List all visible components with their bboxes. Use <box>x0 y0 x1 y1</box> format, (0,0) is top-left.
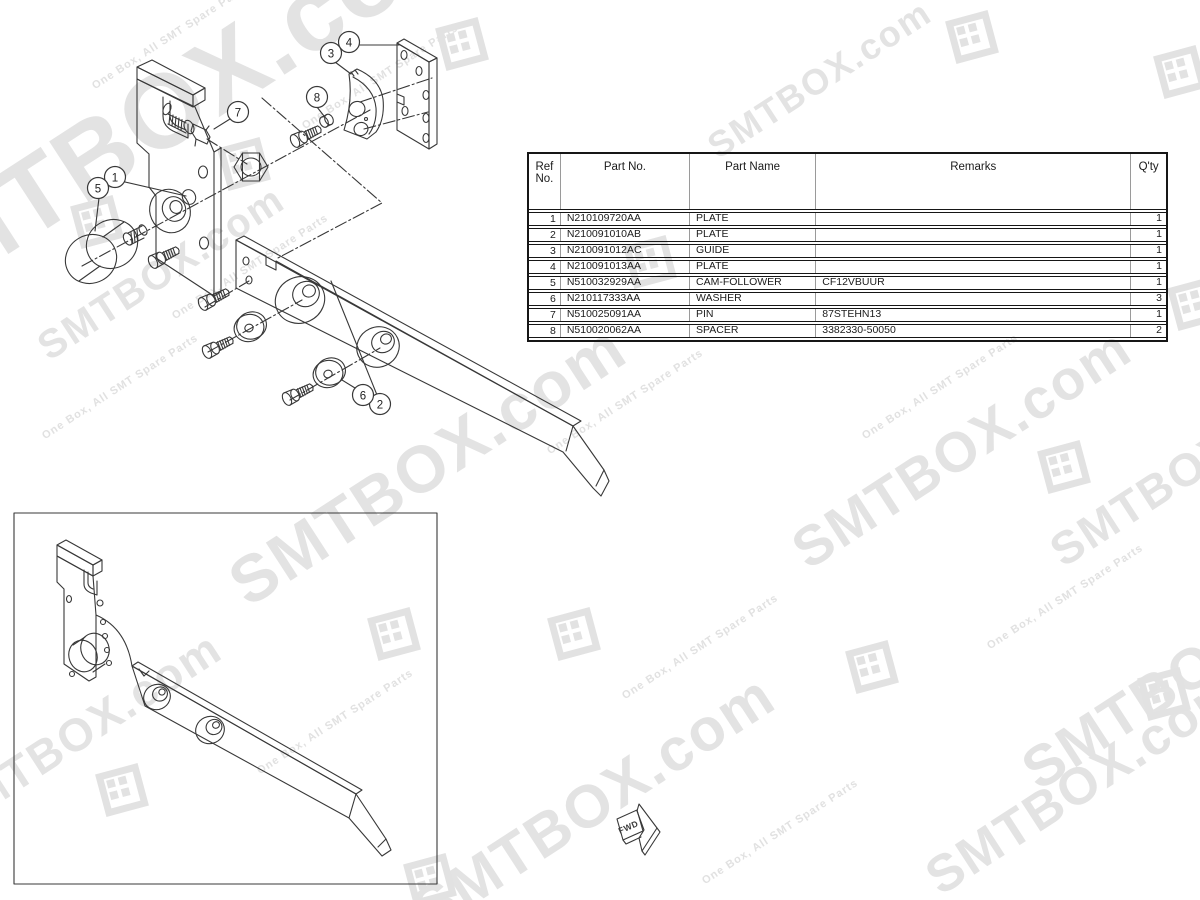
table-row: 4 N210091013AA PLATE 1 <box>529 260 1166 274</box>
balloon-5: 5 <box>86 176 110 200</box>
cell-part-no: N210091010AB <box>559 229 689 241</box>
cell-ref: 4 <box>549 261 556 273</box>
balloon-6-label: 6 <box>360 390 366 402</box>
assembled-view <box>13 512 438 885</box>
cell-part-no: N510025091AA <box>559 309 689 321</box>
centerlines <box>81 77 433 401</box>
cell-part-no: N210091012AC <box>559 245 689 257</box>
balloon-5-label: 5 <box>95 183 101 195</box>
parts-table: Ref No. Part No. Part Name Remarks Q'ty … <box>527 152 1168 342</box>
cell-ref: 8 <box>549 325 556 337</box>
table-row: 3 N210091012AC GUIDE 1 <box>529 244 1166 258</box>
table-row: 1 N210109720AA PLATE 1 <box>529 212 1166 226</box>
fwd-arrow-icon: FWD <box>616 803 661 856</box>
header-ref-no: Ref No. <box>529 154 560 209</box>
cell-ref: 6 <box>549 293 556 305</box>
cell-part-no: N210117333AA <box>559 293 689 305</box>
balloon-1-label: 1 <box>112 172 118 184</box>
cell-ref: 2 <box>549 229 556 241</box>
cell-part-name: CAM-FOLLOWER <box>689 277 815 289</box>
cell-part-no: N510020062AA <box>559 325 689 337</box>
cell-qty: 1 <box>1130 245 1166 257</box>
cell-ref: 3 <box>549 245 556 257</box>
balloon-3: 3 <box>319 41 343 65</box>
exploded-assembly: 1 2 3 4 5 <box>64 30 610 497</box>
leader-lines <box>94 44 400 396</box>
cell-ref: 5 <box>549 277 556 289</box>
header-remarks: Remarks <box>815 154 1130 209</box>
cell-part-name: PLATE <box>689 213 815 225</box>
cell-qty: 1 <box>1130 229 1166 241</box>
callout-balloons: 1 2 3 4 5 <box>86 30 392 416</box>
cell-part-name: PLATE <box>689 261 815 273</box>
cell-part-no: N210091013AA <box>559 261 689 273</box>
balloon-2: 2 <box>368 392 392 416</box>
cell-part-name: PLATE <box>689 229 815 241</box>
table-row: 7 N510025091AA PIN 87STEHN13 1 <box>529 308 1166 322</box>
balloon-6: 6 <box>351 383 375 407</box>
balloon-7: 7 <box>226 100 250 124</box>
header-ref-line1: Ref <box>535 161 554 173</box>
cell-part-name: GUIDE <box>689 245 815 257</box>
cell-remarks <box>815 245 1130 257</box>
fwd-label: FWD <box>617 818 640 836</box>
part-bar-2-drawing <box>235 235 610 497</box>
cell-ref: 1 <box>549 213 556 225</box>
cell-remarks: 3382330-50050 <box>815 325 1130 337</box>
cell-remarks <box>815 261 1130 273</box>
balloon-2-label: 2 <box>377 399 383 411</box>
cell-part-name: WASHER <box>689 293 815 305</box>
cell-remarks: CF12VBUUR <box>815 277 1130 289</box>
cell-qty: 1 <box>1130 277 1166 289</box>
cell-part-no: N210109720AA <box>559 213 689 225</box>
cell-remarks <box>815 213 1130 225</box>
balloon-8-label: 8 <box>314 92 320 104</box>
balloon-4: 4 <box>337 30 361 54</box>
part-plate-4-drawing <box>396 38 438 150</box>
part-cam-follower-5-drawing <box>64 218 148 285</box>
assembled-view-border <box>13 512 438 885</box>
balloon-1: 1 <box>103 165 127 189</box>
header-ref-line2: No. <box>535 173 554 185</box>
cell-remarks <box>815 293 1130 305</box>
cell-qty: 2 <box>1130 325 1166 337</box>
cell-qty: 3 <box>1130 293 1166 305</box>
assembled-view-drawing <box>56 539 392 857</box>
cell-qty: 1 <box>1130 309 1166 321</box>
table-row: 8 N510020062AA SPACER 3382330-50050 2 <box>529 324 1166 338</box>
balloon-7-label: 7 <box>235 107 241 119</box>
part-nut-drawing <box>233 152 269 182</box>
table-row: 6 N210117333AA WASHER 3 <box>529 292 1166 306</box>
header-part-no: Part No. <box>559 154 689 209</box>
cell-ref: 7 <box>549 309 556 321</box>
cell-qty: 1 <box>1130 213 1166 225</box>
balloon-3-label: 3 <box>328 48 334 60</box>
cell-remarks: 87STEHN13 <box>815 309 1130 321</box>
part-guide-3-drawing <box>343 68 384 140</box>
balloon-4-label: 4 <box>346 37 353 49</box>
washer-6-drawing <box>229 307 351 393</box>
balloon-8: 8 <box>305 85 329 109</box>
header-part-name: Part Name <box>689 154 815 209</box>
cell-remarks <box>815 229 1130 241</box>
table-row: 2 N210091010AB PLATE 1 <box>529 228 1166 242</box>
part-pin-7-drawing <box>167 112 211 147</box>
parts-table-header: Ref No. Part No. Part Name Remarks Q'ty <box>529 154 1166 210</box>
header-qty: Q'ty <box>1130 154 1166 209</box>
cell-part-name: SPACER <box>689 325 815 337</box>
cell-part-name: PIN <box>689 309 815 321</box>
table-row: 5 N510032929AA CAM-FOLLOWER CF12VBUUR 1 <box>529 276 1166 290</box>
part-spacer-8-drawing <box>319 113 334 128</box>
cell-qty: 1 <box>1130 261 1166 273</box>
cell-part-no: N510032929AA <box>559 277 689 289</box>
parts-table-body: 1 N210109720AA PLATE 1 2 N210091010AB PL… <box>529 210 1166 340</box>
part-plate-1-drawing <box>136 59 222 297</box>
